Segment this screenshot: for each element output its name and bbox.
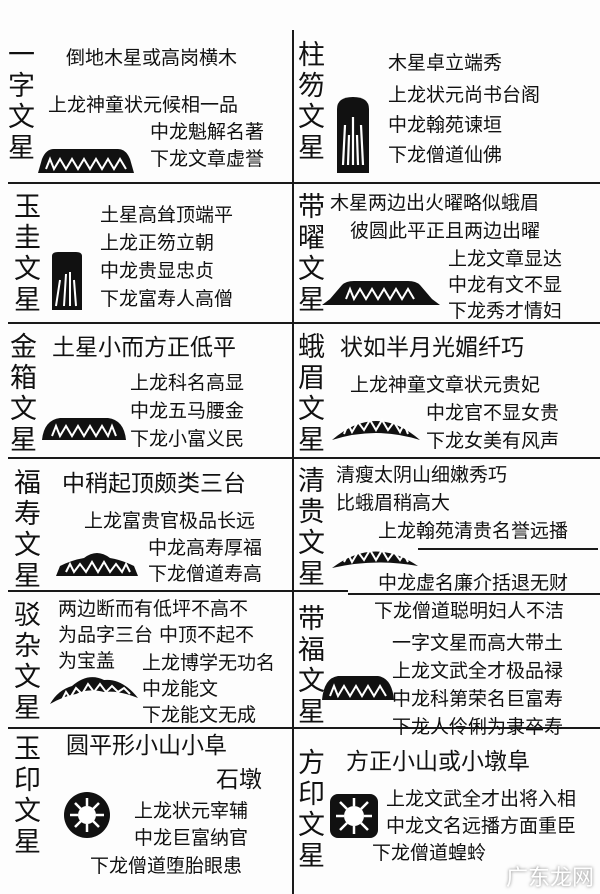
row-divider-4-left [8,590,348,592]
middle-dragon: 中龙有文不显 [448,274,563,296]
lower-dragon: 下龙人伶俐为隶卒寿 [392,716,564,738]
lower-dragon: 下龙僧道聪明妇人不洁 [374,600,565,622]
star-desc: 清瘦太阴山细嫩秀巧 [336,464,508,486]
low-box-shape [42,418,126,440]
star-desc: 两边断而有低坪不高不 [58,598,249,620]
star-name-fushou: 福寿文星 [14,468,41,592]
lower-dragon: 下龙文章虚誉 [150,148,265,170]
upper-dragon: 上龙神童状元候相一品 [48,94,239,116]
star-desc: 中稍起顶颇类三台 [62,471,246,497]
square-seal-shape [330,794,378,838]
middle-dragon: 中龙翰苑谏垣 [388,114,503,136]
lower-dragon: 下龙小富义民 [130,428,245,450]
star-name-qinggui: 清贵文星 [298,466,325,590]
tall-pillar-shape [337,97,369,173]
tall-flat-top-shape [52,252,82,310]
star-desc: 木星卓立端秀 [388,52,503,74]
middle-dragon: 中龙高寿厚福 [148,537,263,559]
middle-dragon: 中龙魁解名著 [150,121,265,143]
upper-dragon: 上龙科名高显 [130,372,245,394]
star-name-boza: 驳杂文星 [14,600,41,724]
star-name-yugui: 玉圭文星 [14,192,41,316]
lower-dragon: 下龙富寿人高僧 [100,288,234,310]
star-desc-2: 为品字三台 中顶不起不 [58,624,255,646]
star-desc-2: 彼圆此平正且两边出曜 [350,220,541,242]
star-desc: 状如半月光媚纤巧 [340,335,524,361]
row-divider-5 [8,727,600,729]
lower-dragon: 下龙女美有风声 [426,430,560,452]
half-moon-shape [332,418,420,440]
slender-arc-shape [332,548,418,568]
lower-dragon: 下龙能文无成 [142,704,257,726]
upper-dragon: 上龙翰苑清贵名誉远播 [378,520,569,542]
star-desc-2: 石墩 [216,767,262,793]
middle-dragon: 中龙巨富纳官 [134,827,249,849]
star-name-yizi: 一字文星 [8,40,35,164]
star-name-yuyin: 玉印文星 [14,734,41,858]
middle-dragon: 中龙科第荣名巨富寿 [392,688,564,710]
row-divider-3 [8,457,600,459]
flat-with-flares-shape [322,281,440,305]
lower-dragon: 下龙僧道蝗蛉 [372,842,487,864]
star-name-fangyin: 方印文星 [298,748,325,872]
qinggui-separator [418,548,598,550]
star-desc: 土星小而方正低平 [52,335,236,361]
broken-arc-shape [50,677,138,704]
broad-flat-shape [322,676,394,700]
star-desc: 方正小山或小墩阜 [346,749,530,775]
upper-dragon: 上龙文章显达 [448,248,563,270]
star-desc-3: 为宝盖 [58,650,116,672]
star-name-daifu: 带福文星 [298,604,325,728]
upper-dragon: 上龙文武全才出将入相 [386,788,577,810]
lower-dragon: 下龙僧道堕胎眼患 [90,855,243,877]
site-watermark: 广东龙网 [505,866,594,891]
star-name-daiyao: 带曜文星 [298,192,325,316]
upper-dragon: 上龙富贵官极品长远 [84,510,256,532]
middle-dragon: 中龙能文 [142,678,219,700]
upper-dragon: 上龙文武全才极品禄 [392,660,564,682]
star-name-jinxiang: 金箱文星 [10,332,37,456]
star-desc: 土星高耸顶端平 [100,204,234,226]
star-desc: 倒地木星或高岗横木 [66,47,238,69]
upper-dragon: 上龙博学无功名 [142,652,276,674]
lower-dragon: 下龙僧道寿高 [148,563,263,585]
round-seal-shape [64,792,110,838]
lower-dragon: 下龙僧道仙佛 [388,144,503,166]
middle-dragon: 中龙五马腰金 [130,400,245,422]
star-name-zhuhu: 柱笏文星 [298,40,325,164]
middle-dragon: 中龙官不显女贵 [426,402,560,424]
upper-dragon: 上龙正笏立朝 [100,232,215,254]
upper-dragon: 上龙状元尚书台阁 [388,84,541,106]
upper-dragon: 上龙状元宰辅 [134,800,249,822]
star-desc: 圆平形小山小阜 [66,733,227,759]
row-divider-4-right [348,593,600,595]
star-desc: 一字文星而高大带土 [392,632,564,654]
middle-dragon: 中龙文名远播方面重臣 [386,815,577,837]
row-divider-2 [8,322,600,324]
three-peak-shape [56,553,138,576]
middle-dragon: 中龙贵显忠贞 [100,260,215,282]
upper-dragon: 上龙神童文章状元贵妃 [350,374,541,396]
middle-dragon: 中龙虚名廉介括退无财 [378,572,569,594]
star-name-emei: 蛾眉文星 [298,332,325,456]
star-desc: 木星两边出火曜略似蛾眉 [330,192,540,214]
center-divider [292,30,294,894]
star-desc-2: 比蛾眉稍高大 [336,492,451,514]
row-divider-1 [8,182,600,184]
lower-dragon: 下龙秀才情妇 [448,300,563,322]
flat-ridge-shape [38,149,134,173]
